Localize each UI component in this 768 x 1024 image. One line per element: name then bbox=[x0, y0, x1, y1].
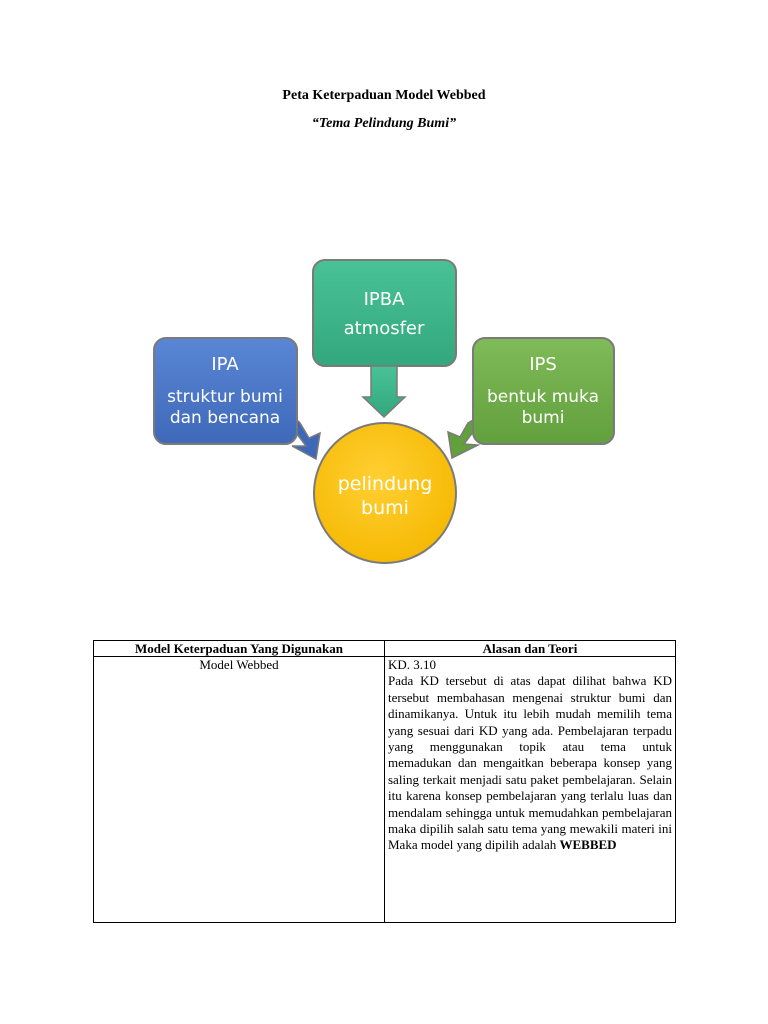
reason-text: Pada KD tersebut di atas dapat dilihat b… bbox=[388, 673, 672, 853]
ipba-arrow bbox=[361, 365, 407, 419]
rationale-table: Model Keterpaduan Yang Digunakan Alasan … bbox=[93, 640, 676, 923]
ipa-title: IPA bbox=[211, 354, 239, 375]
ips-title: IPS bbox=[529, 354, 557, 375]
ipba-title: IPBA bbox=[364, 289, 406, 310]
header-reason: Alasan dan Teori bbox=[384, 640, 676, 657]
webbed-diagram: IPBA atmosfer IPA struktur bumi dan benc… bbox=[153, 259, 615, 564]
ips-arrow bbox=[447, 418, 481, 460]
header-model: Model Keterpaduan Yang Digunakan bbox=[93, 640, 385, 657]
reason-body: Pada KD tersebut di atas dapat dilihat b… bbox=[388, 673, 672, 853]
ips-line1: bentuk muka bbox=[487, 387, 599, 407]
reason-bold: WEBBED bbox=[559, 837, 617, 853]
table-row: Model Webbed KD. 3.10 Pada KD tersebut d… bbox=[93, 656, 676, 923]
ipba-box: IPBA atmosfer bbox=[312, 259, 457, 367]
ipba-line1: atmosfer bbox=[344, 318, 425, 339]
page-title: Peta Keterpaduan Model Webbed bbox=[282, 88, 486, 103]
ipa-line1: struktur bumi bbox=[167, 387, 283, 407]
center-line2: bumi bbox=[361, 497, 409, 519]
ipa-box: IPA struktur bumi dan bencana bbox=[153, 337, 298, 445]
page-subtitle: “Tema Pelindung Bumi” bbox=[311, 116, 457, 131]
center-circle: pelindung bumi bbox=[313, 422, 457, 564]
center-line1: pelindung bbox=[338, 473, 433, 495]
ips-box: IPS bentuk muka bumi bbox=[472, 337, 615, 445]
model-cell: Model Webbed bbox=[93, 656, 385, 923]
ipa-arrow bbox=[291, 418, 321, 461]
ips-line2: bumi bbox=[522, 408, 565, 428]
table-header-row: Model Keterpaduan Yang Digunakan Alasan … bbox=[93, 640, 676, 657]
kd-label: KD. 3.10 bbox=[388, 657, 437, 672]
ipa-line2: dan bencana bbox=[170, 408, 280, 428]
reason-cell: KD. 3.10 Pada KD tersebut di atas dapat … bbox=[384, 656, 676, 923]
